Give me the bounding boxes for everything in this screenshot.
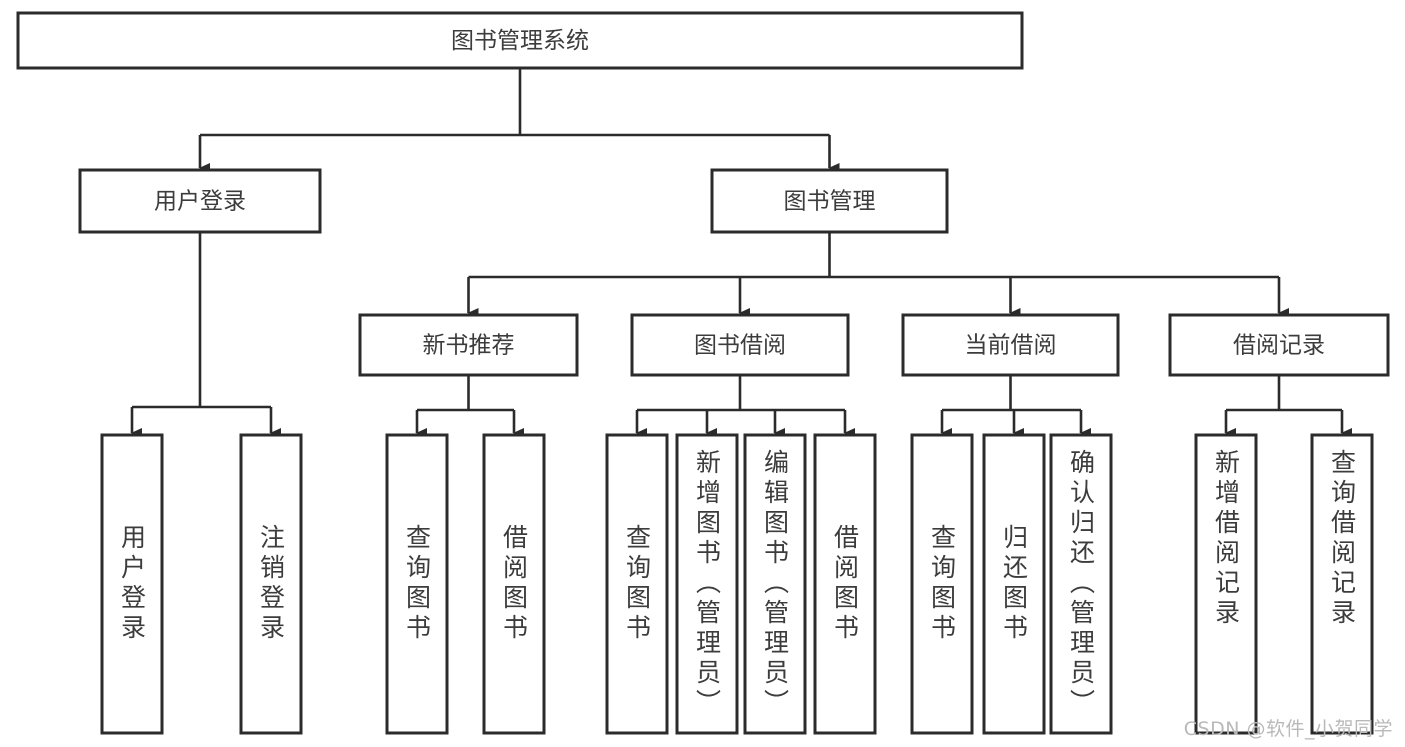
node-leaf-0[interactable] <box>100 433 164 735</box>
node-leaf-10[interactable] <box>1049 433 1113 735</box>
node-leaf-5[interactable] <box>675 433 739 735</box>
node-level2-0[interactable] <box>358 313 579 377</box>
node-leaf-2[interactable] <box>385 433 449 735</box>
node-level1-label-1: 图书管理 <box>784 189 876 215</box>
connector-layer <box>130 68 1352 438</box>
node-level1-0[interactable] <box>78 168 322 234</box>
node-level2-3[interactable] <box>1168 313 1390 377</box>
node-level2-1[interactable] <box>630 313 850 377</box>
node-leaf-8[interactable] <box>910 433 974 735</box>
node-level2-label-3: 借阅记录 <box>1233 333 1325 359</box>
node-leaf-7[interactable] <box>813 433 877 735</box>
node-leaf-4[interactable] <box>605 433 669 735</box>
node-level2-label-0: 新书推荐 <box>423 333 515 359</box>
node-level1-label-0: 用户登录 <box>154 189 246 215</box>
node-leaf-12[interactable] <box>1310 433 1374 735</box>
node-root-label: 图书管理系统 <box>451 28 589 54</box>
node-level2-label-1: 图书借阅 <box>694 333 786 359</box>
node-leaf-1[interactable] <box>239 433 303 735</box>
node-level2-2[interactable] <box>901 313 1120 377</box>
watermark-text: CSDN @软件_小贺同学 <box>1183 718 1393 740</box>
box-layer <box>16 11 1390 735</box>
node-leaf-9[interactable] <box>982 433 1046 735</box>
node-leaf-11[interactable] <box>1194 433 1258 735</box>
node-root[interactable] <box>16 11 1024 70</box>
node-level1-1[interactable] <box>710 168 949 234</box>
node-leaf-3[interactable] <box>482 433 546 735</box>
node-leaf-6[interactable] <box>743 433 807 735</box>
node-level2-label-2: 当前借阅 <box>965 333 1057 359</box>
